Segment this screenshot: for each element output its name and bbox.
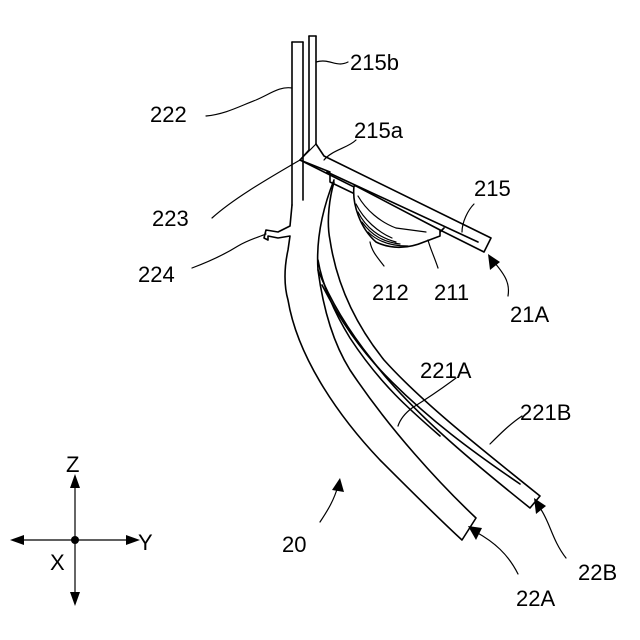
z-neg-arrow-icon	[70, 592, 80, 606]
origin-dot	[71, 536, 79, 544]
label-222: 222	[150, 102, 187, 127]
label-22b: 22B	[578, 560, 617, 585]
axis-x-label: X	[50, 550, 65, 575]
coordinate-axes: Z Y X	[10, 452, 153, 606]
arrow-22a-head	[468, 526, 482, 540]
label-215a: 215a	[354, 118, 404, 143]
label-211: 211	[434, 280, 469, 305]
label-221a: 221A	[420, 358, 472, 383]
label-212: 212	[372, 280, 409, 305]
label-22a: 22A	[516, 586, 555, 611]
label-21a: 21A	[510, 302, 549, 327]
label-215b: 215b	[350, 50, 399, 75]
arrow-22b-head	[534, 498, 546, 514]
axis-y-label: Y	[138, 530, 153, 555]
label-221b: 221B	[520, 400, 571, 425]
y-neg-arrow-icon	[10, 535, 24, 545]
label-223: 223	[152, 206, 189, 231]
vertical-plate	[292, 36, 316, 205]
axis-z-label: Z	[66, 452, 79, 477]
label-20: 20	[282, 532, 306, 557]
label-224: 224	[138, 262, 175, 287]
arrow-20-head	[332, 478, 344, 492]
lamp-unit	[330, 175, 444, 247]
reference-labels: 215b 222 215a 215 223 224 212 211 21A 22…	[138, 50, 617, 611]
label-215: 215	[474, 176, 511, 201]
